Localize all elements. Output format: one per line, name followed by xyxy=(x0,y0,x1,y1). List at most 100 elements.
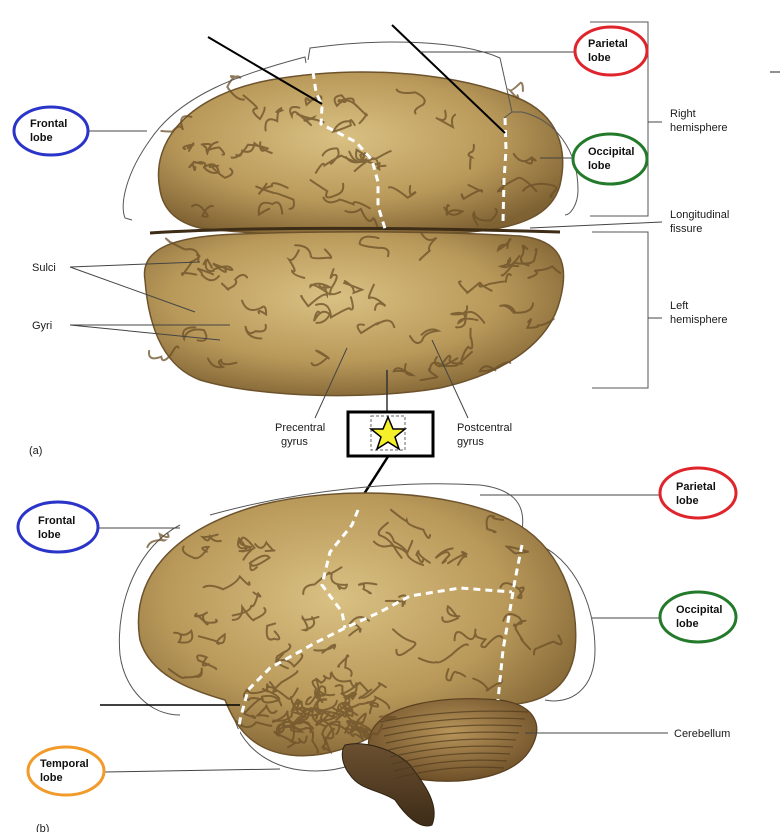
gyrus-line xyxy=(389,508,432,539)
parieto-occipital-dash-top xyxy=(501,117,508,223)
gyrus-line xyxy=(160,115,193,133)
sulci-leader-1 xyxy=(69,261,201,268)
gyrus-line xyxy=(496,176,538,193)
gyrus-line xyxy=(315,714,335,740)
gyrus-line xyxy=(447,550,468,566)
panel-label-a: (a) xyxy=(29,445,42,457)
gyrus-line xyxy=(278,707,314,733)
left-hemisphere-image xyxy=(143,231,565,397)
gyrus-line xyxy=(417,643,469,664)
gyrus-line xyxy=(321,720,341,747)
gyrus-line xyxy=(443,203,465,216)
gyrus-line xyxy=(220,273,249,291)
gyrus-line xyxy=(499,302,534,314)
gyrus-line xyxy=(197,632,226,645)
gyrus-line xyxy=(300,614,320,632)
gyrus-line xyxy=(522,182,558,198)
cerebellum-folium xyxy=(379,710,529,723)
gyrus-line xyxy=(265,622,281,641)
gyrus-line xyxy=(238,536,256,561)
cerebellum-folium xyxy=(391,752,511,765)
cerebellum-folium xyxy=(389,745,514,758)
gyrus-line xyxy=(196,267,220,282)
gyrus-line xyxy=(275,719,297,749)
gyrus-line xyxy=(348,616,370,637)
gyrus-line xyxy=(248,554,271,572)
gyrus-line xyxy=(194,613,218,626)
gyrus-line xyxy=(533,634,563,656)
gyrus-line xyxy=(266,683,299,700)
gyrus-line xyxy=(314,689,338,712)
gyrus-line xyxy=(294,244,333,260)
gyrus-line xyxy=(512,152,537,165)
gyrus-line xyxy=(242,687,268,702)
gyrus-line xyxy=(260,687,283,707)
gyrus-line xyxy=(231,591,262,617)
gyrus-line xyxy=(146,532,170,549)
gyrus-line xyxy=(467,143,475,170)
cerebellum-folium xyxy=(385,731,520,744)
gyrus-line xyxy=(472,207,498,226)
gyrus-line xyxy=(500,248,538,277)
gyrus-line xyxy=(244,323,267,340)
gyrus-line xyxy=(329,268,342,296)
precentral-leader xyxy=(314,347,348,419)
gyrus-line xyxy=(313,643,337,654)
temporal-lobe-circle-side xyxy=(26,745,106,797)
gyri-leader-2 xyxy=(69,324,221,341)
left-hemisphere-bracket xyxy=(592,231,649,389)
gyrus-line xyxy=(242,697,264,720)
parieto-occipital-dash-side xyxy=(496,544,524,701)
gyrus-line xyxy=(271,710,312,734)
gyrus-line xyxy=(235,141,273,157)
gyrus-line xyxy=(286,249,306,279)
gyrus-line xyxy=(237,536,252,553)
gyrus-line xyxy=(458,280,493,294)
gyrus-line xyxy=(527,264,562,279)
parietal-label-side-2: lobe xyxy=(676,495,699,507)
gyrus-line xyxy=(194,611,209,625)
gyrus-line xyxy=(196,654,218,671)
gyrus-line xyxy=(334,684,357,701)
gyrus-line xyxy=(191,203,214,218)
gyrus-line xyxy=(330,573,349,590)
gyrus-line xyxy=(319,710,342,722)
side-view: Frontal lobe Parietal lobe Occipital lob… xyxy=(16,466,738,832)
gyrus-line xyxy=(337,97,368,125)
gyrus-line xyxy=(434,547,454,564)
gyrus-line xyxy=(499,582,525,600)
star-icon xyxy=(368,415,408,451)
left-hemisphere-label-2: hemisphere xyxy=(670,314,727,326)
gyrus-line xyxy=(331,702,359,718)
gyrus-line xyxy=(357,582,378,595)
gyrus-line xyxy=(182,326,208,343)
gyrus-line xyxy=(208,164,234,179)
gyrus-line xyxy=(453,628,477,642)
gyrus-line xyxy=(505,545,529,555)
cerebellum-folium xyxy=(393,759,508,772)
gyrus-line xyxy=(343,280,365,295)
gyrus-line xyxy=(182,142,195,152)
gyrus-line xyxy=(337,654,353,677)
cerebellum-folium xyxy=(383,724,523,737)
gyrus-line xyxy=(506,81,524,100)
outline-frontal-side xyxy=(118,524,181,716)
left-hemisphere-label-1: Left xyxy=(670,300,688,312)
gyrus-line xyxy=(344,207,379,230)
frontal-label-top-1: Frontal xyxy=(30,118,67,130)
gyrus-line xyxy=(315,296,354,320)
gyrus-line xyxy=(327,692,353,718)
gyrus-line xyxy=(242,94,266,121)
gyrus-line xyxy=(388,184,417,199)
gyrus-line xyxy=(415,549,431,564)
gyri-texture-side xyxy=(146,508,563,755)
occipital-lobe-circle-side xyxy=(658,590,738,644)
sulci-label: Sulci xyxy=(32,262,56,274)
gyrus-line xyxy=(254,540,276,552)
occipital-bracket-top xyxy=(512,111,579,216)
gyrus-line xyxy=(346,709,367,726)
outline-parietal-side xyxy=(209,483,524,541)
gyrus-line xyxy=(474,634,504,649)
gyrus-line xyxy=(353,157,387,172)
gyrus-line xyxy=(272,711,307,723)
